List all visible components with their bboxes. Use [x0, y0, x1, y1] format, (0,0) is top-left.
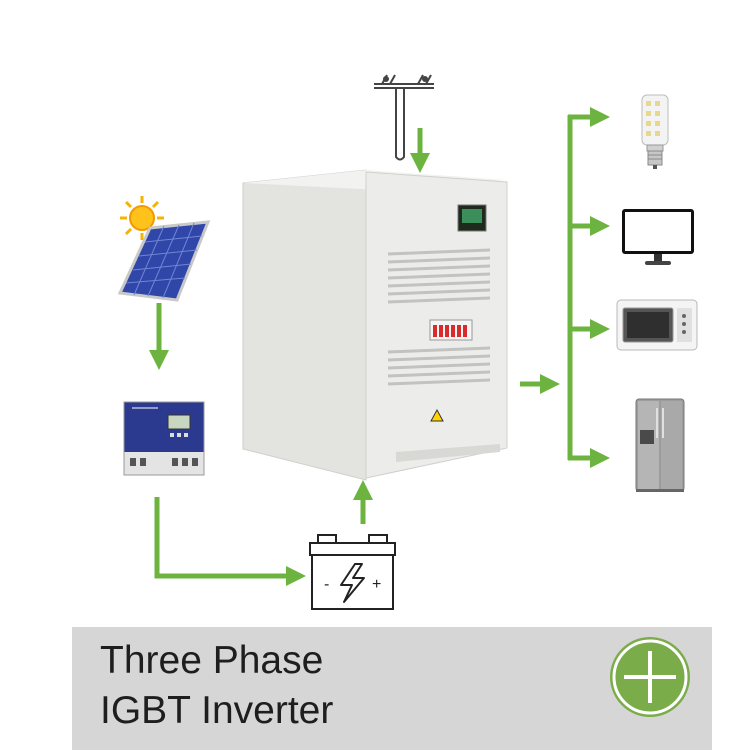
refrigerator-icon — [636, 399, 684, 492]
caption-line-1: Three Phase — [100, 641, 323, 680]
plus-button[interactable] — [610, 637, 690, 717]
caption-line-2: IGBT Inverter — [100, 691, 333, 730]
inverter-cabinet-icon — [243, 170, 507, 480]
microwave-icon — [617, 300, 697, 350]
caption-bar: Three Phase IGBT Inverter — [72, 627, 712, 750]
battery-icon: - + — [310, 535, 395, 609]
battery-plus-label: + — [372, 576, 381, 593]
plus-icon — [610, 637, 690, 717]
battery-minus-label: - — [324, 576, 329, 593]
charge-controller-icon — [124, 402, 204, 475]
